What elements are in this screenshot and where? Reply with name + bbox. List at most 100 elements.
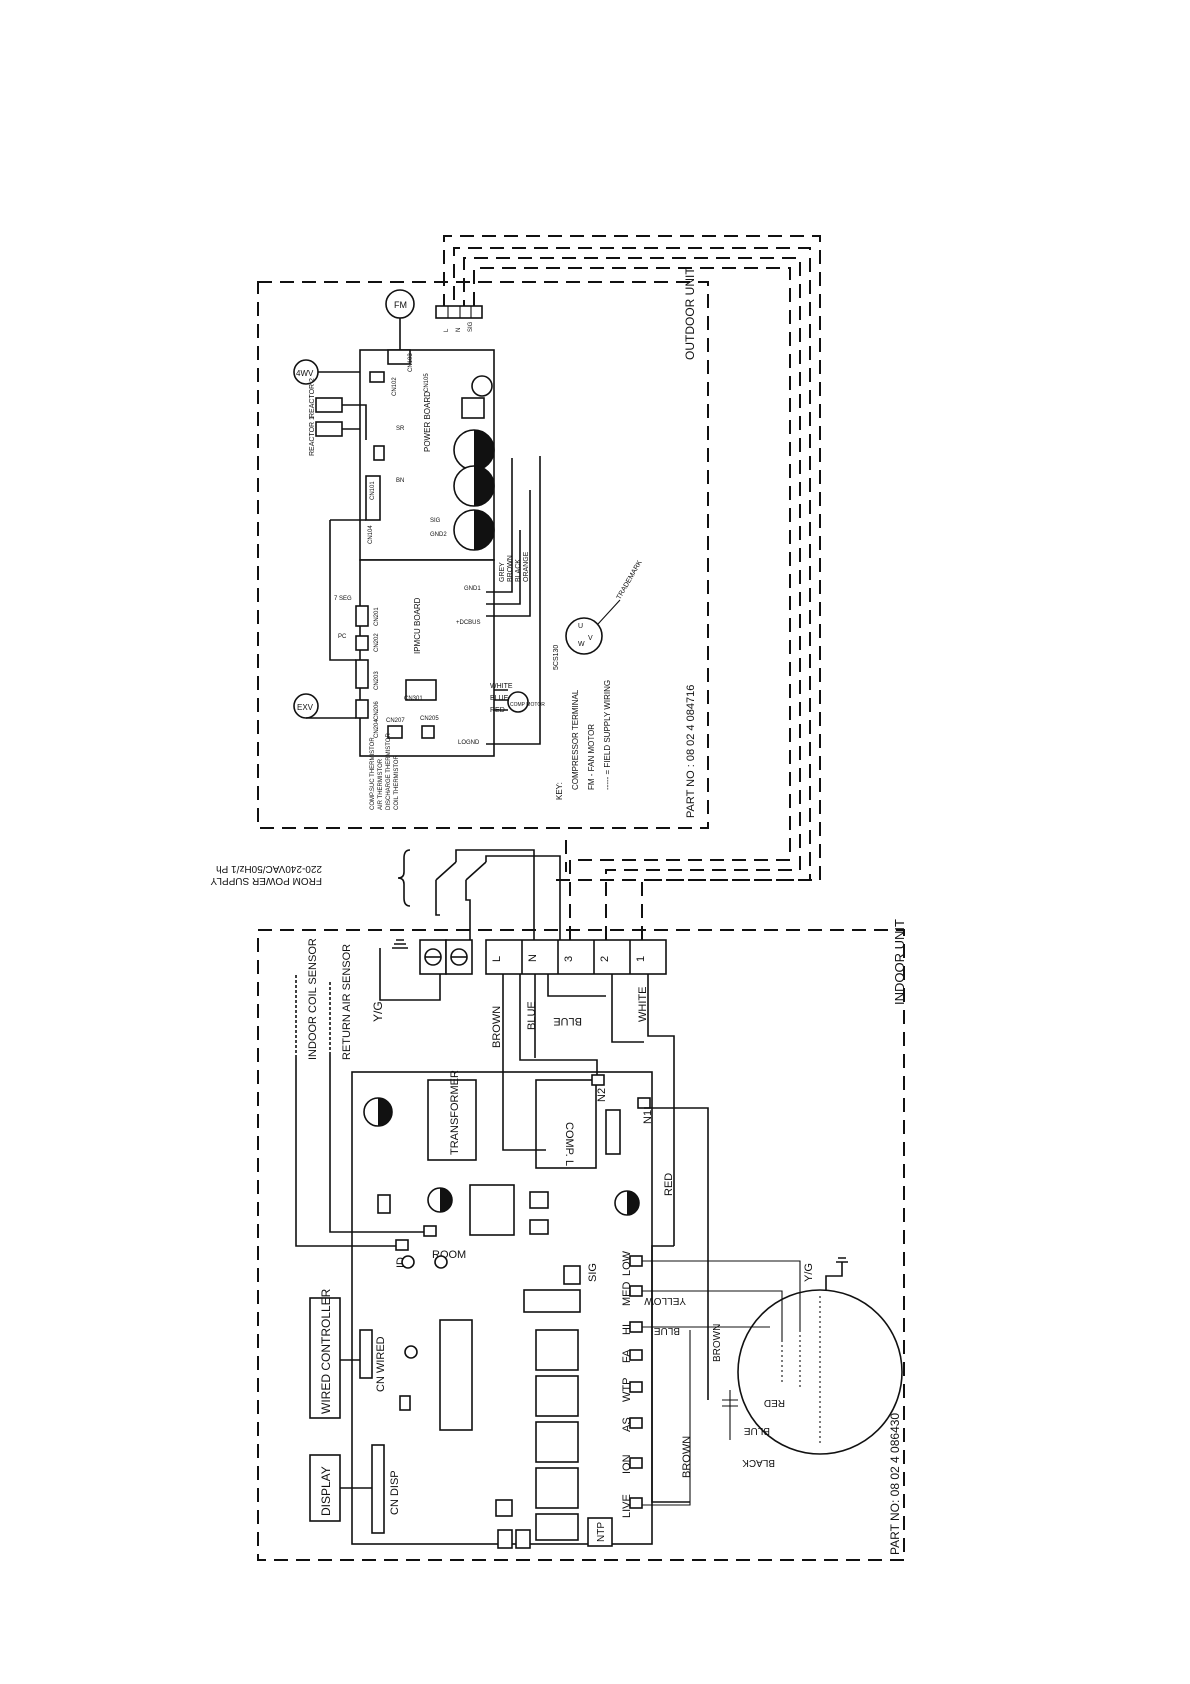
sr-label: SR <box>396 426 405 432</box>
cn-disp-label: CN DISP <box>389 1470 401 1515</box>
cn103-label: CN103 <box>408 353 414 372</box>
trademark-label: TRADEMARK <box>616 559 644 601</box>
n1-label: N1 <box>642 1110 654 1124</box>
motor-brown-label: BROWN <box>712 1324 723 1362</box>
cn102-label: CN102 <box>392 377 398 396</box>
cn205-label: CN205 <box>420 716 439 722</box>
field-wiring <box>443 235 821 940</box>
comp-suc-thermistor-label: COMP.SUC THERMISTOR <box>370 737 376 810</box>
conn-live-label: LIVE <box>621 1494 633 1518</box>
supply-brace <box>397 849 411 907</box>
cn105-label: CN105 <box>424 373 430 392</box>
motor-capacitor <box>722 1390 738 1440</box>
resistor <box>605 1109 621 1155</box>
wired-controller-box <box>309 1297 341 1419</box>
conn-ion-label: ION <box>621 1454 633 1474</box>
v-letter: V <box>588 635 593 642</box>
cn203-block <box>355 659 369 689</box>
indoor-unit: INDOOR UNIT PART NO: 08 02 4 086430 DISP… <box>257 919 907 1561</box>
4wv-label: 4WV <box>296 369 314 378</box>
room-connector <box>423 1225 437 1237</box>
supply-line-2: 220-240VAC/50Hz/1 Ph <box>216 863 322 874</box>
indoor-fan-motor <box>737 1289 903 1455</box>
conn-live <box>629 1497 643 1509</box>
cn201-block <box>355 605 369 627</box>
indoor-unit-label: INDOOR UNIT <box>892 919 907 1005</box>
conn-hi-label: HI <box>621 1324 633 1335</box>
outdoor-unit-label: OUTDOOR UNIT <box>683 267 697 360</box>
uvw-red: RED <box>490 707 505 714</box>
conn-low-label: LOW <box>621 1250 633 1276</box>
screw-3 <box>404 1345 418 1359</box>
indoor-main-board <box>351 1071 653 1545</box>
cn206-block <box>355 699 369 719</box>
ipmcu-board <box>359 559 495 757</box>
cn-wired-label: CN WIRED <box>375 1336 387 1392</box>
cn207-block <box>387 725 403 739</box>
heat-sink <box>469 1184 515 1236</box>
relay-3 <box>535 1421 579 1463</box>
transformer-label: TRANSFORMER <box>449 1070 461 1155</box>
outdoor-dc-wiring <box>486 456 541 745</box>
wire-black: BLACK <box>515 559 522 582</box>
indoor-internal-wiring <box>644 1107 709 1503</box>
comp-l-label: L <box>563 1160 575 1166</box>
trademark-leader <box>597 599 621 625</box>
wire-brown: BROWN <box>507 555 514 582</box>
terminal-strip <box>485 939 667 975</box>
id-connector <box>395 1239 409 1251</box>
blue-wire-label-2: BLUE <box>553 1015 582 1027</box>
ipmcu-board-label: IPMCU BOARD <box>413 597 422 654</box>
small-part-3 <box>497 1529 513 1549</box>
outdoor-part-number: PART NO : 08 02 4 084716 <box>685 685 697 818</box>
small-part-2 <box>495 1499 513 1517</box>
reactor2-label: REACTOR 2 <box>309 378 316 418</box>
sig-out-label: SIG <box>430 518 441 524</box>
cn202-label: CN202 <box>374 633 380 652</box>
ntp-box <box>587 1517 613 1547</box>
power-board-label: POWER BOARD <box>423 391 432 452</box>
display-box <box>309 1454 341 1522</box>
blue-wire-label: BLUE <box>526 1001 538 1030</box>
conn-wtp-label: WTP <box>621 1378 633 1402</box>
coil-thermistor-label: COIL THERMISTOR <box>394 754 400 810</box>
supply-line-1: FROM POWER SUPPLY <box>210 875 322 886</box>
gnd2-label: GND2 <box>430 532 447 538</box>
logond-label: LOGND <box>458 740 480 746</box>
conn-fa-label: FA <box>621 1349 633 1363</box>
indoor-terminal-block: L N 3 2 1 <box>419 939 667 975</box>
relay-small-1 <box>529 1191 549 1209</box>
discharge-thermistor-label: DISCHARGE THERMISTOR <box>386 733 392 810</box>
sensor-wiring <box>295 1055 428 1247</box>
exv-label: EXV <box>297 703 314 712</box>
conn-wtp <box>629 1381 643 1393</box>
rl-block <box>373 445 385 461</box>
cn104-block <box>365 475 381 521</box>
terminal-n: N <box>527 954 539 962</box>
relay-4 <box>535 1467 579 1509</box>
motor-ground <box>825 1257 848 1290</box>
7seg-label: 7 SEG <box>334 596 352 602</box>
display-wiring <box>340 1359 372 1489</box>
cn301-label: CN301 <box>404 696 423 702</box>
screw-1 <box>401 1255 415 1269</box>
u-letter: U <box>578 623 583 630</box>
cn204-label: CN204 <box>374 719 380 738</box>
wire-grey: GREY <box>499 562 506 582</box>
terminal-1: 1 <box>635 956 647 962</box>
terminal-2: 2 <box>599 956 611 962</box>
motor-red-label: RED <box>764 1397 785 1408</box>
terminal-3: 3 <box>563 956 575 962</box>
supply-feed <box>455 849 561 940</box>
uvw-blue: BLUE <box>490 695 509 702</box>
cn101-label: CN101 <box>370 481 376 500</box>
sensor-coils <box>295 975 331 1055</box>
id-label: ID <box>395 1257 407 1268</box>
w-letter: W <box>578 641 585 648</box>
reactor1-label: REACTOR 1 <box>309 416 316 456</box>
out-terminal-l: L <box>444 328 450 332</box>
field-wire-2 <box>463 257 801 940</box>
screw-2 <box>434 1255 448 1269</box>
field-wire-1 <box>473 267 791 940</box>
key-title: KEY: <box>555 782 564 800</box>
